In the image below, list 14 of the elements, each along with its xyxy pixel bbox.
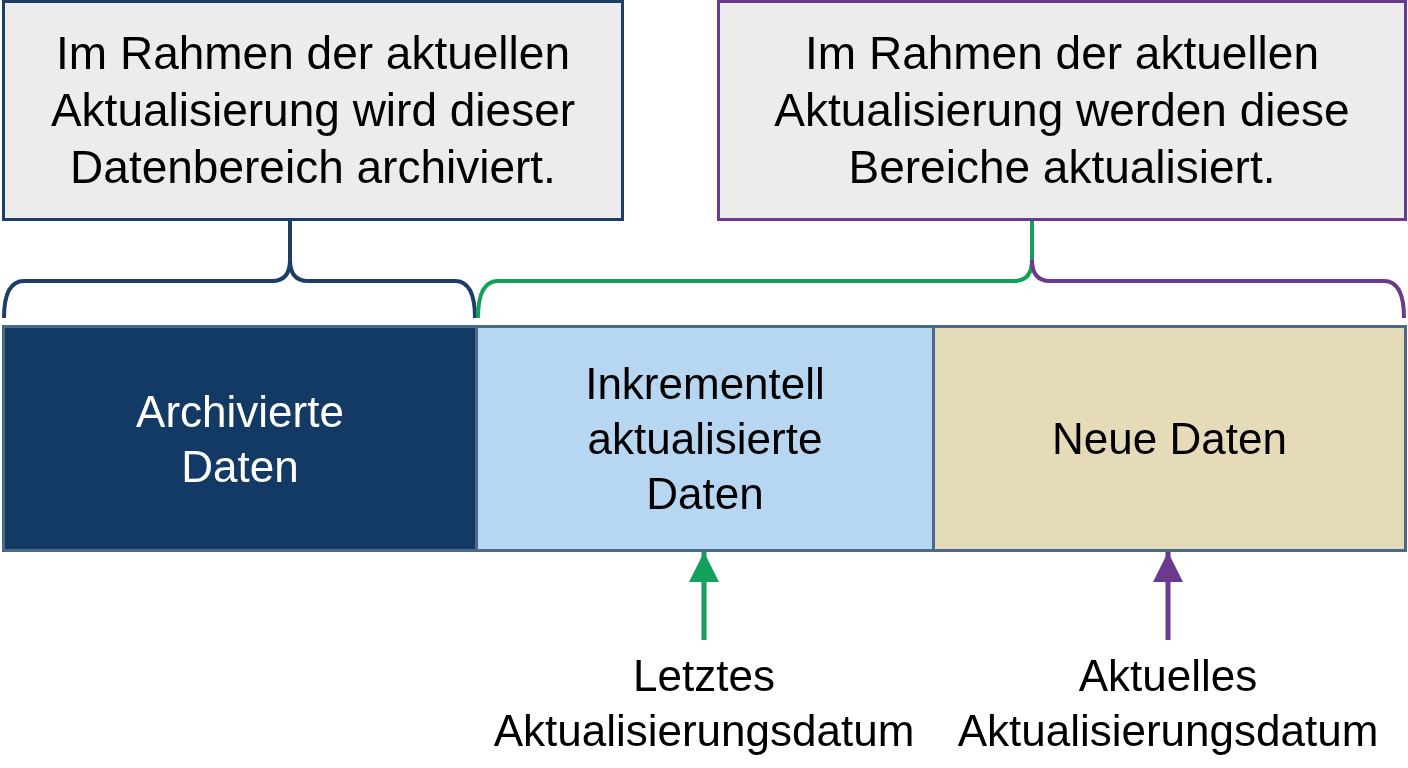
data-segment <box>932 325 1407 552</box>
callout-text: Im Rahmen der aktuellen Aktualisierung wird dieser Datenbereich archiviert. <box>49 26 577 195</box>
date-label: Letztes Aktualisierungsdatum <box>472 640 936 758</box>
arrow <box>689 552 719 640</box>
arrow <box>1153 552 1183 640</box>
callout-box <box>717 0 1407 221</box>
segment-label: Inkrementell aktualisierte Daten <box>584 358 826 520</box>
segment-label: Archivierte Daten <box>135 385 345 493</box>
data-segment <box>475 325 935 552</box>
date-label: Aktuelles Aktualisierungsdatum <box>936 640 1400 758</box>
callout-text: Im Rahmen der aktuellen Aktualisierung werden diese Bereiche aktualisiert. <box>773 26 1351 195</box>
callout-box <box>2 0 624 221</box>
segment-label: Neue Daten <box>1052 413 1287 465</box>
data-segment <box>2 325 478 552</box>
